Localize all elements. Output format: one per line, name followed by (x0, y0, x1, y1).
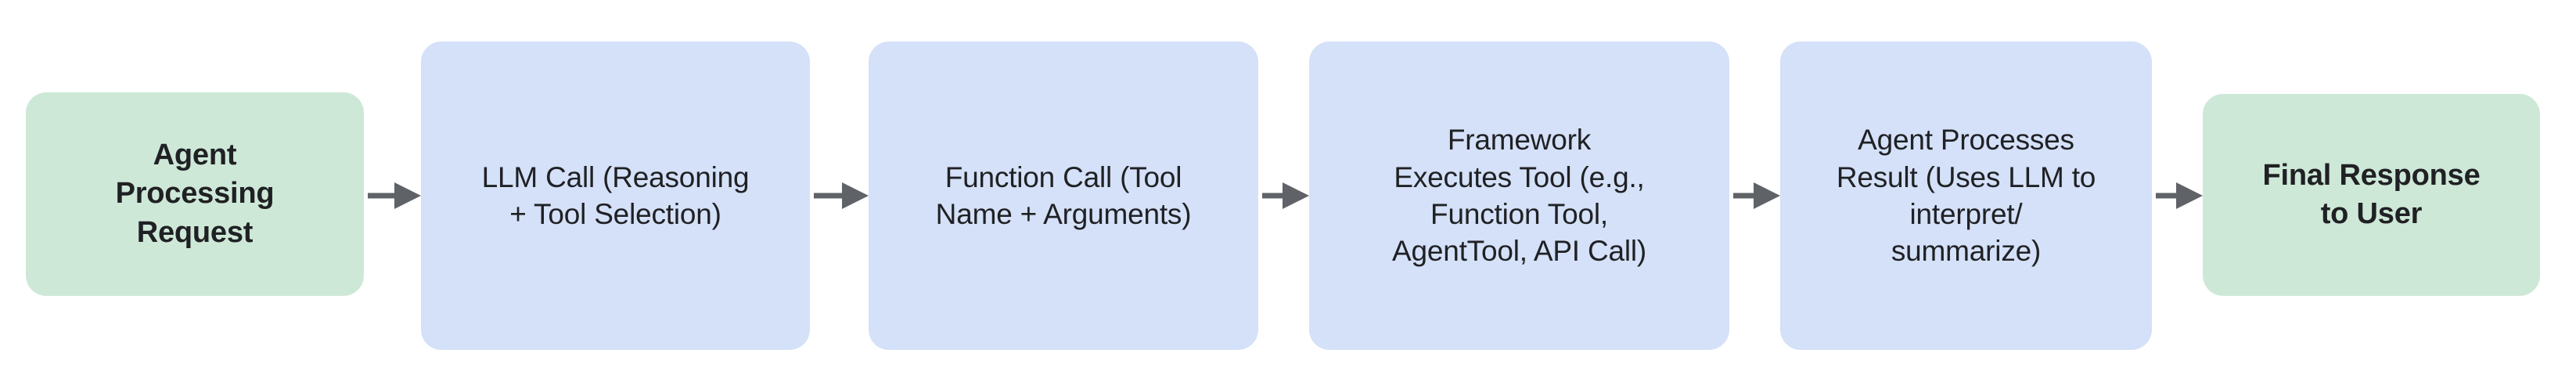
flow-node-label: Function Call (Tool Name + Arguments) (935, 160, 1192, 230)
flow-node-label: Final Response to User (2262, 158, 2481, 230)
arrow-head-icon (1754, 182, 1780, 209)
arrow-connector (368, 180, 421, 211)
flow-node-label: Agent Processes Result (Uses LLM to inte… (1836, 124, 2096, 268)
arrow-head-icon (394, 182, 421, 209)
flow-node-function-call[interactable]: Function Call (Tool Name + Arguments) (869, 41, 1258, 350)
arrow-head-icon (842, 182, 869, 209)
flow-node-agent-processing-request[interactable]: Agent Processing Request (26, 92, 364, 296)
arrow-connector (814, 180, 869, 211)
arrow-head-icon (1283, 182, 1309, 209)
flow-node-agent-processes-result[interactable]: Agent Processes Result (Uses LLM to inte… (1780, 41, 2152, 350)
flow-node-label: Agent Processing Request (115, 138, 275, 249)
arrow-connector (2156, 180, 2203, 211)
flow-node-final-response-to-user[interactable]: Final Response to User (2203, 94, 2540, 296)
flow-node-label: Framework Executes Tool (e.g., Function … (1391, 124, 1647, 268)
arrow-head-icon (2176, 182, 2203, 209)
flow-node-label: LLM Call (Reasoning + Tool Selection) (481, 160, 750, 230)
flow-node-llm-call[interactable]: LLM Call (Reasoning + Tool Selection) (421, 41, 810, 350)
flow-node-framework-executes-tool[interactable]: Framework Executes Tool (e.g., Function … (1309, 41, 1729, 350)
arrow-connector (1262, 180, 1309, 211)
arrow-connector (1733, 180, 1780, 211)
